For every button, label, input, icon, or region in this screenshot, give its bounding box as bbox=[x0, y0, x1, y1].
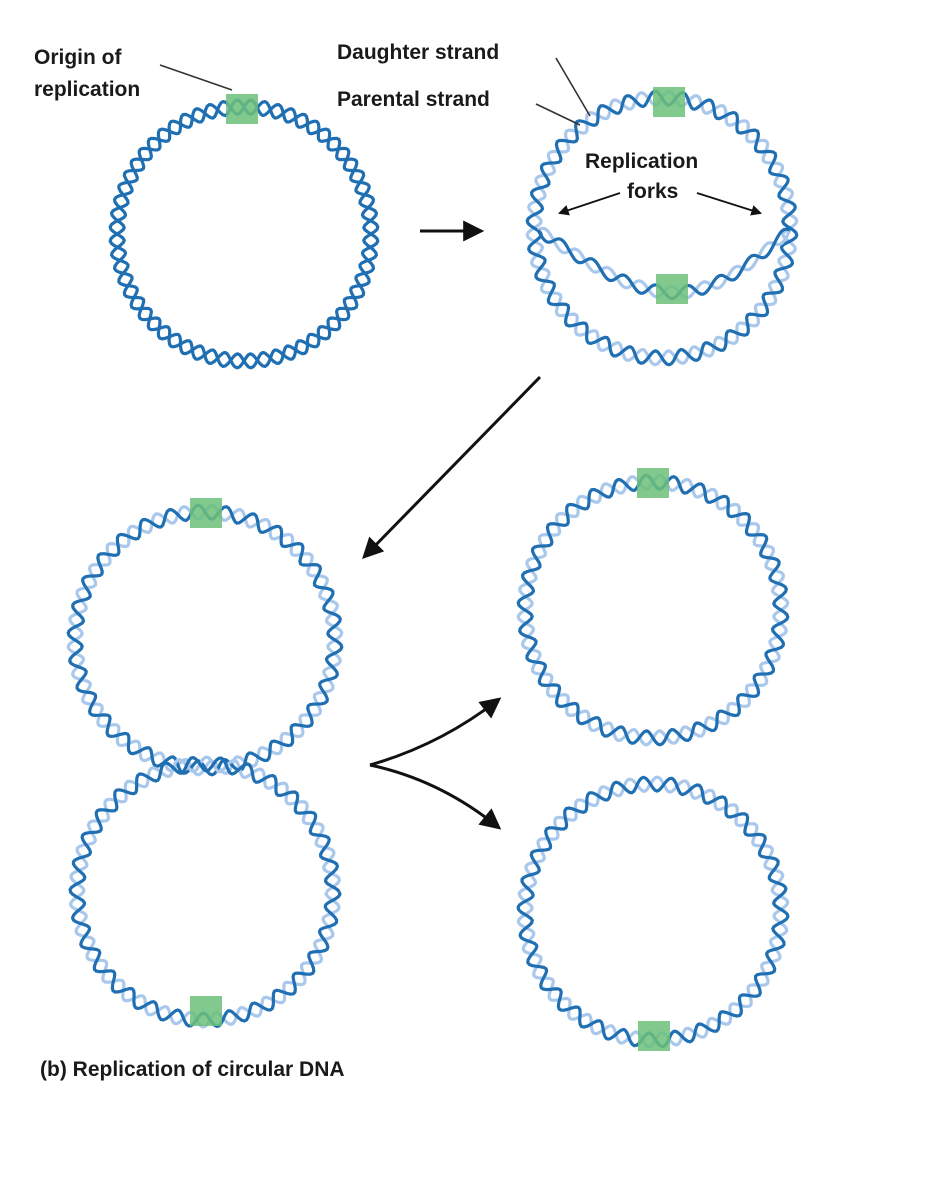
parental-strand-a bbox=[68, 756, 342, 1028]
origin-label-line2: replication bbox=[34, 78, 140, 101]
origin-of-replication-marker bbox=[190, 498, 222, 528]
parental-strand-label: Parental strand bbox=[337, 88, 490, 111]
interlinked-daughter-circles bbox=[66, 503, 344, 1029]
origin-of-replication-marker bbox=[653, 87, 685, 117]
original-dna-circle bbox=[108, 98, 380, 370]
origin-of-replication-marker bbox=[637, 468, 669, 498]
separated-daughter-circle-top bbox=[516, 473, 790, 747]
replication-forks-label-line1: Replication bbox=[585, 150, 698, 173]
origin-label-line1: Origin of bbox=[34, 46, 122, 69]
parental-strand-a bbox=[516, 775, 790, 1049]
daughter-strand-leader-line bbox=[555, 57, 591, 117]
origin-of-replication-marker bbox=[226, 94, 258, 124]
fork-arrow-left bbox=[557, 192, 621, 216]
replication-forks-label-line2: forks bbox=[627, 180, 678, 203]
daughter-strand-label: Daughter strand bbox=[337, 41, 499, 64]
figure-caption: (b) Replication of circular DNA bbox=[40, 1058, 345, 1082]
origin-of-replication-marker bbox=[190, 996, 222, 1026]
arrow-stage2-to-stage3 bbox=[362, 375, 542, 560]
caption-text: Replication of circular DNA bbox=[72, 1058, 345, 1081]
caption-tag: (b) bbox=[40, 1058, 67, 1081]
parental-strand-a bbox=[108, 98, 380, 370]
origin-of-replication-marker bbox=[638, 1021, 670, 1051]
parental-strand-a bbox=[66, 503, 344, 777]
daughter-strand bbox=[69, 755, 341, 1029]
parental-strand-a bbox=[516, 473, 790, 747]
arrow-split-up bbox=[369, 697, 502, 767]
replicating-dna-theta bbox=[525, 89, 799, 367]
parental-strand-a bbox=[525, 89, 799, 367]
fork-arrow-right bbox=[696, 192, 763, 216]
origin-leader-line bbox=[159, 64, 233, 91]
origin-of-replication-marker bbox=[656, 274, 688, 304]
daughter-strand bbox=[516, 775, 790, 1049]
arrow-split-down bbox=[369, 763, 502, 830]
origin-markers bbox=[190, 87, 688, 1051]
separated-daughter-circle-bottom bbox=[516, 775, 790, 1049]
parental-strand-leader-line bbox=[535, 103, 581, 126]
